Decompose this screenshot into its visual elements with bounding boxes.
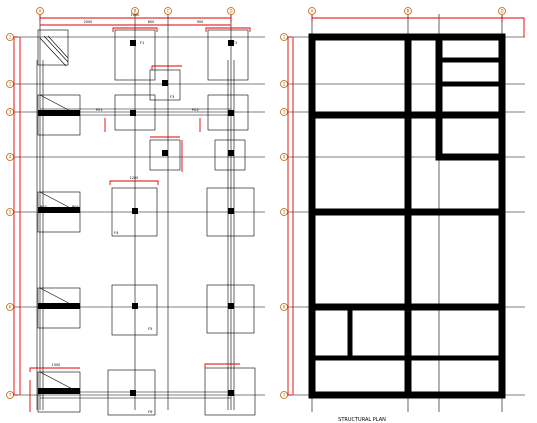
- right-beams: [308, 33, 506, 399]
- left-footing-labels: F1 F2 F3 F4 F5 F6 P01 P02 P03 P04 1000 2…: [40, 13, 237, 414]
- grid-bubble-5: 5: [9, 210, 12, 215]
- right-grid-bubble-d: D: [500, 9, 503, 14]
- right-grid-bubble-3: 3: [283, 110, 286, 115]
- right-grid-bubble-4: 4: [283, 155, 286, 160]
- right-grid-bubble-1: 1: [283, 35, 286, 40]
- grid-bubble-2: 2: [9, 82, 12, 87]
- right-dimension-lines: [284, 14, 525, 396]
- beam-label-p01: P01: [96, 108, 103, 112]
- footing-label-f4: F4: [114, 231, 119, 235]
- foundation-plan: A B C D 1 2 3 4 5 6 7 F1 F2 F3 F4 F5 F6 …: [6, 7, 265, 416]
- grid-bubble-4: 4: [9, 155, 12, 160]
- dim-label-1000: 1000: [131, 13, 140, 17]
- right-grid-bubbles: A B D 1 2 3 4 5 6 7: [280, 7, 506, 399]
- footing-label-f5: F5: [148, 327, 152, 331]
- grid-bubble-a: A: [39, 9, 42, 14]
- grid-bubble-b: B: [134, 9, 137, 14]
- right-grid-bubble-7: 7: [283, 393, 286, 398]
- grid-bubble-3: 3: [9, 110, 12, 115]
- grid-bubble-6: 6: [9, 305, 12, 310]
- footing-label-f2: F2: [233, 41, 237, 45]
- footing-label-f6: F6: [148, 410, 153, 414]
- right-grid-bubble-b: B: [407, 9, 410, 14]
- right-grid-bubble-a: A: [311, 9, 314, 14]
- beam-layout-plan: A B D 1 2 3 4 5 6 7 STRUCTURAL PLAN: [280, 7, 525, 423]
- footing-label-f1: F1: [140, 41, 144, 45]
- dim-label-1200: 1200: [130, 176, 139, 180]
- beam-label-p02: P02: [192, 108, 199, 112]
- dim-label-850: 850: [148, 20, 154, 24]
- left-hatch-marks: [38, 35, 81, 394]
- dim-label-1500: 1500: [52, 363, 61, 367]
- left-dimension-lines: [10, 14, 251, 412]
- right-grid-bubble-6: 6: [283, 305, 286, 310]
- right-grid-bubble-2: 2: [283, 82, 286, 87]
- beam-label-p03: P03: [40, 205, 47, 209]
- dim-label-2000: 2000: [84, 20, 93, 24]
- beam-label-p04: P04: [72, 205, 79, 209]
- dim-label-900: 900: [197, 20, 203, 24]
- right-grid-bubble-5: 5: [283, 210, 286, 215]
- left-footings: [37, 29, 256, 416]
- grid-bubble-c: C: [167, 9, 170, 14]
- left-grid-bubbles: A B C D 1 2 3 4 5 6 7: [6, 7, 235, 399]
- left-columns: [130, 40, 234, 396]
- grid-bubble-7: 7: [9, 393, 12, 398]
- grid-bubble-d: D: [229, 9, 232, 14]
- right-plan-title: STRUCTURAL PLAN: [338, 417, 386, 423]
- footing-label-f3: F3: [170, 95, 174, 99]
- left-grid-horizontal: [10, 36, 265, 396]
- grid-bubble-1: 1: [9, 35, 12, 40]
